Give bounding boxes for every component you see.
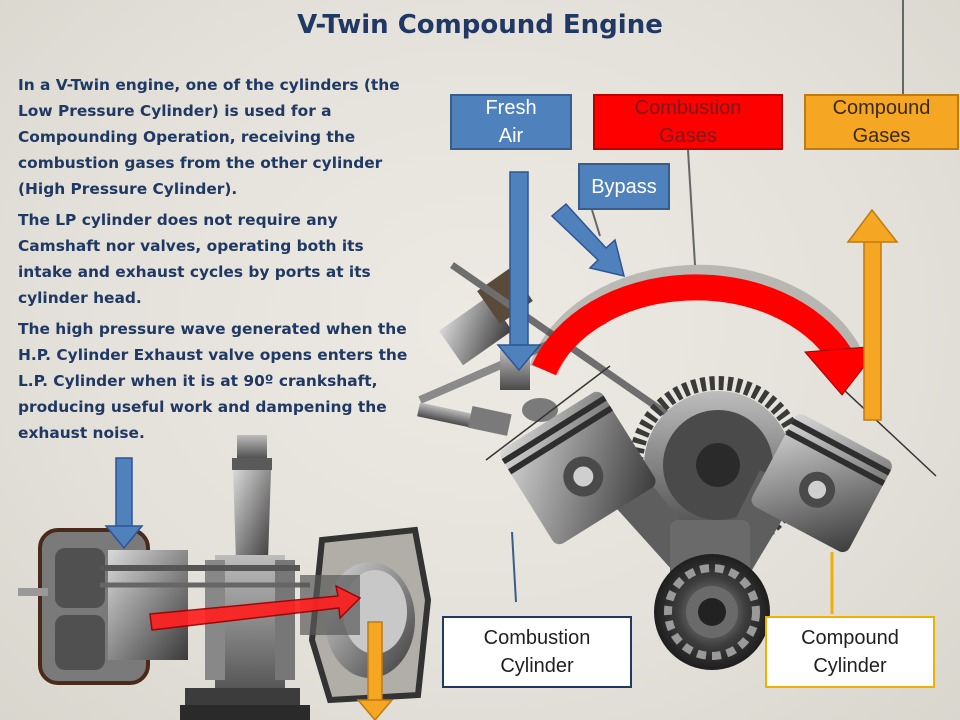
fresh-air-arrow bbox=[496, 171, 542, 372]
leader-line-combustion-gases bbox=[687, 149, 696, 266]
leader-line-bypass bbox=[591, 209, 601, 237]
inset-engine-illustration bbox=[18, 435, 432, 720]
cylinder-axis-left bbox=[485, 365, 611, 461]
crank-bearing-icon bbox=[654, 554, 770, 670]
bypass-label: Bypass bbox=[578, 163, 670, 210]
combustion-piston-icon bbox=[500, 391, 656, 545]
combustion-gases-label: Combustion Gases bbox=[593, 94, 783, 150]
compound-gases-label: Compound Gases bbox=[804, 94, 959, 150]
bypass-arrow bbox=[550, 202, 626, 278]
description-paragraph-3: The high pressure wave generated when th… bbox=[18, 320, 408, 442]
fresh-air-label: Fresh Air bbox=[450, 94, 572, 150]
description-paragraph-2: The LP cylinder does not require any Cam… bbox=[18, 211, 371, 307]
compound-piston-icon bbox=[751, 414, 892, 553]
diagram-title: V-Twin Compound Engine bbox=[297, 10, 663, 40]
combustion-cylinder-label: Combustion Cylinder bbox=[442, 616, 632, 688]
compound-cylinder-label: Compound Cylinder bbox=[765, 616, 935, 688]
description-paragraph-1: In a V-Twin engine, one of the cylinders… bbox=[18, 76, 400, 198]
description-text: In a V-Twin engine, one of the cylinders… bbox=[18, 72, 418, 451]
compound-gases-arrow bbox=[846, 208, 899, 421]
leader-line-combustion-cylinder bbox=[511, 531, 517, 603]
combustion-gases-arrow bbox=[529, 264, 882, 396]
